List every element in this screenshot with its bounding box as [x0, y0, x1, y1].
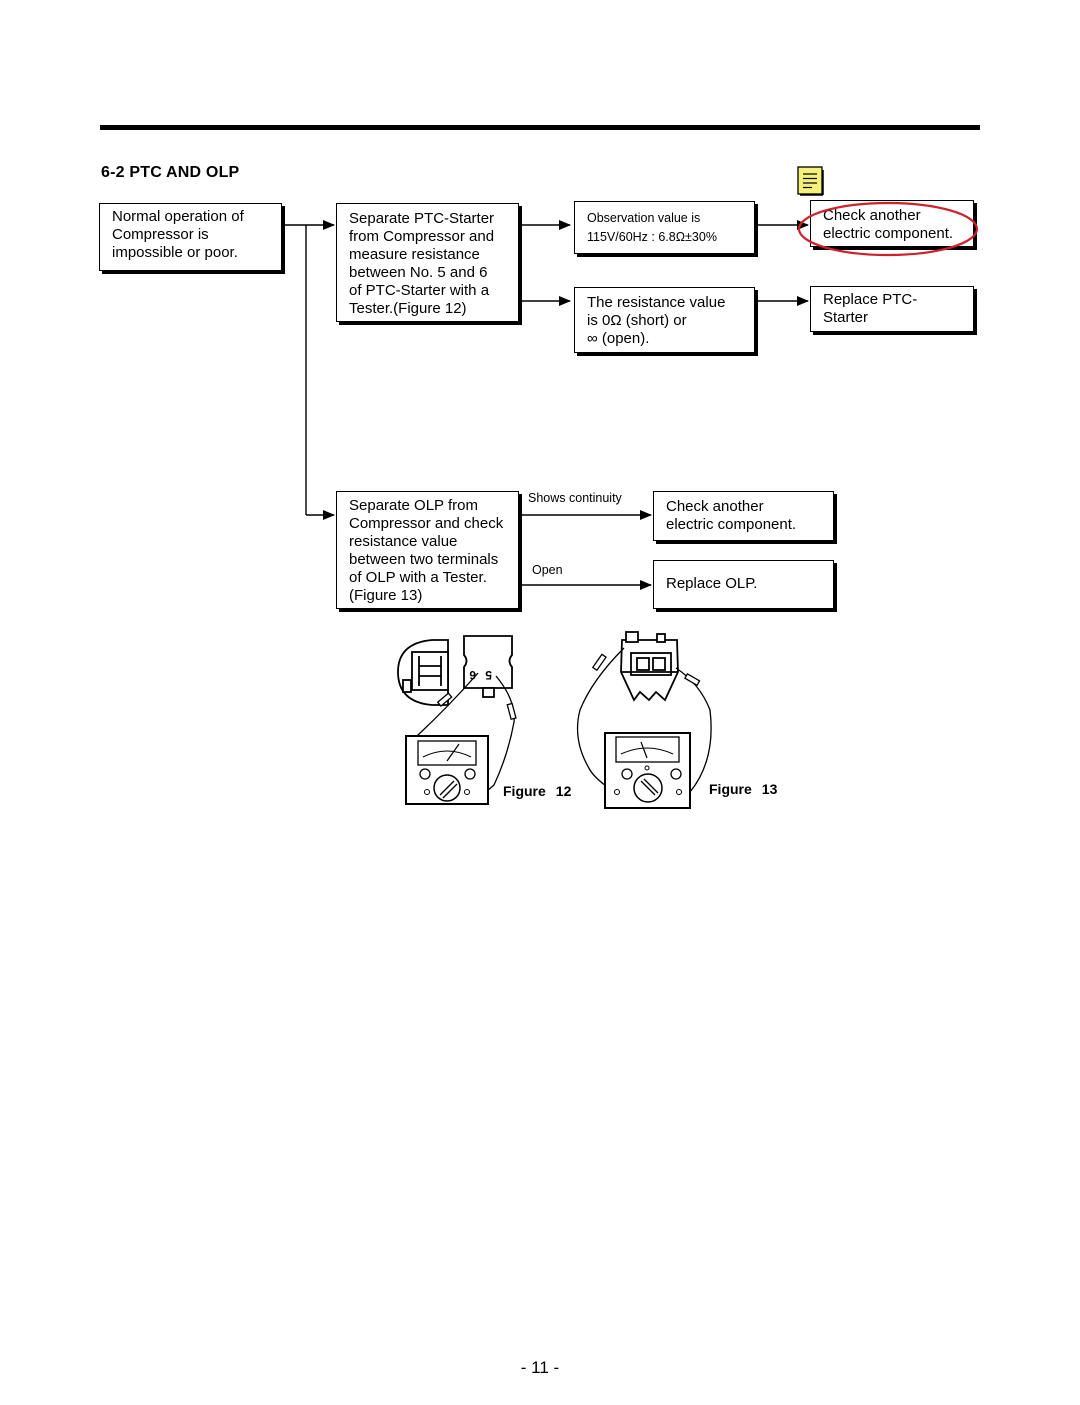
page-number: - 11 -: [520, 1358, 560, 1377]
highlight-circle: [797, 201, 979, 257]
resistance-box: The resistance value is 0Ω (short) or ∞ …: [574, 287, 755, 353]
test-lead-right: [485, 675, 515, 793]
replace-ptc-box: Replace PTC- Starter: [810, 286, 974, 332]
open-label: Open: [532, 563, 563, 577]
continuity-label: Shows continuity: [528, 491, 622, 505]
olp-measure-box: Separate OLP from Compressor and check r…: [336, 491, 519, 609]
start-box: Normal operation of Compressor is imposs…: [99, 203, 282, 271]
test-lead-left: [576, 647, 625, 793]
terminal-5-label: 5: [485, 668, 492, 682]
check-another-box-2: Check another electric component.: [653, 491, 834, 541]
header-rule: [100, 125, 980, 130]
multimeter-2: [604, 732, 691, 809]
section-title: 6-2 PTC AND OLP: [101, 164, 240, 181]
terminal-6-label: 6: [469, 668, 476, 682]
multimeter-1: [405, 735, 489, 805]
note-icon: [797, 166, 824, 196]
observation-box: Observation value is 115V/60Hz : 6.8Ω±30…: [574, 201, 755, 254]
replace-olp-box: Replace OLP.: [653, 560, 834, 609]
ptc-measure-box: Separate PTC-Starter from Compressor and…: [336, 203, 519, 322]
